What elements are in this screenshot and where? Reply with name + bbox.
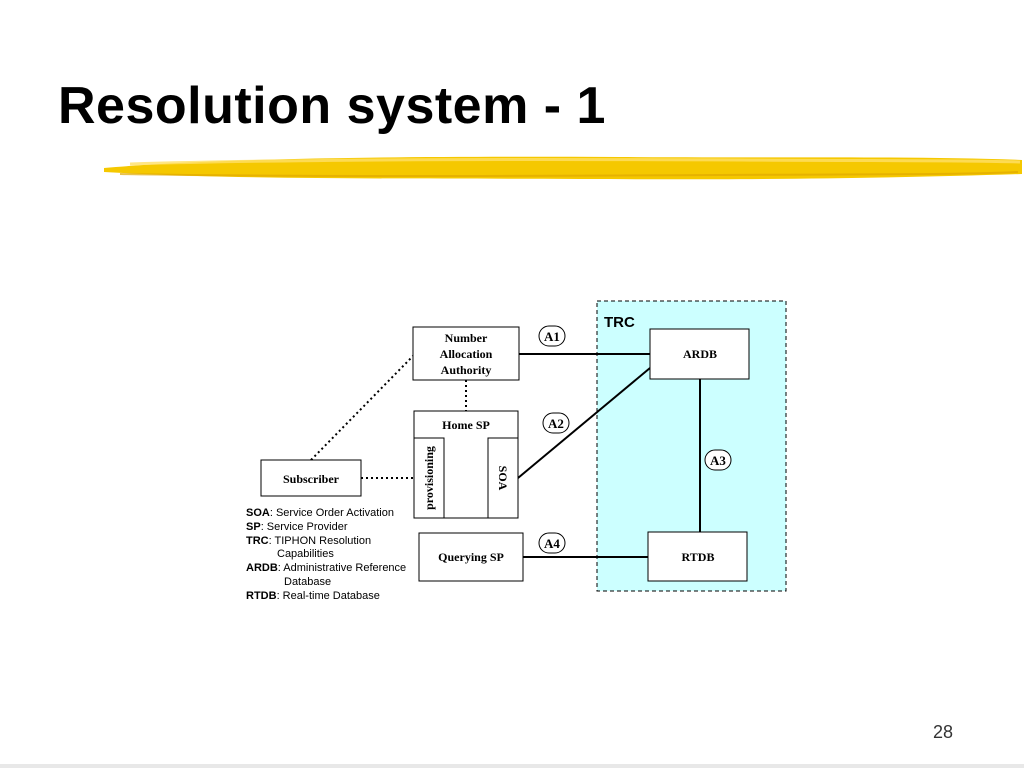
abbreviation-legend: SOA: Service Order Activation SP: Servic… xyxy=(246,507,406,604)
naa-label-line1: Number xyxy=(445,331,488,345)
legend-row-sp: SP: Service Provider xyxy=(246,521,406,535)
legend-text: : Service Provider xyxy=(260,520,348,533)
interface-a1-label: A1 xyxy=(544,329,560,344)
legend-term: SP xyxy=(246,520,261,533)
querying-sp-box xyxy=(418,532,524,582)
interface-a2-label: A2 xyxy=(548,416,564,431)
legend-row-soa: SOA: Service Order Activation xyxy=(246,507,406,521)
slide-title: Resolution system - 1 xyxy=(58,77,606,135)
soa-label: SOA xyxy=(496,466,510,491)
naa-label-line2: Allocation xyxy=(440,347,493,361)
naa-label-line3: Authority xyxy=(441,363,492,377)
legend-text: : Service Order Activation xyxy=(269,507,394,519)
interface-a1-tag xyxy=(538,325,566,347)
subscriber-label: Subscriber xyxy=(283,472,340,486)
home-sp-label: Home SP xyxy=(442,418,490,432)
legend-term: SOA xyxy=(246,507,270,519)
rtdb-label: RTDB xyxy=(682,550,715,564)
legend-continuation: Database xyxy=(284,575,332,588)
legend-text: : TIPHON Resolution xyxy=(268,534,372,547)
provisioning-box xyxy=(413,437,445,519)
interface-a4-tag xyxy=(538,532,566,554)
interface-a4-label: A4 xyxy=(544,536,560,551)
subscriber-box xyxy=(260,459,362,497)
legend-text: : Administrative Reference xyxy=(277,562,407,575)
ardb-label: ARDB xyxy=(683,347,717,361)
link-soa-ardb xyxy=(517,367,651,479)
provisioning-label: provisioning xyxy=(422,446,436,510)
interface-a3-tag xyxy=(704,449,732,471)
ardb-box xyxy=(649,328,750,380)
rtdb-box xyxy=(647,531,748,582)
interface-a2-tag xyxy=(542,412,570,434)
trc-label: TRC xyxy=(604,314,635,331)
legend-row-rtdb: RTDB: Real-time Database xyxy=(246,590,406,604)
interface-a3-label: A3 xyxy=(710,453,726,468)
title-highlight-stroke xyxy=(104,156,1022,180)
page-number: 28 xyxy=(933,722,954,742)
legend-row-trc: TRC: TIPHON Resolution Capabilities xyxy=(246,535,406,563)
legend-row-ardb: ARDB: Administrative Reference Database xyxy=(246,562,406,590)
legend-term: ARDB xyxy=(246,562,278,575)
number-allocation-authority-box xyxy=(412,326,520,381)
legend-term: TRC xyxy=(246,534,269,547)
footer-divider xyxy=(0,764,1024,768)
querying-sp-label: Querying SP xyxy=(438,550,504,564)
dotted-subscriber-naa xyxy=(310,355,414,461)
legend-term: RTDB xyxy=(246,589,277,602)
legend-text: : Real-time Database xyxy=(276,589,380,602)
legend-continuation: Capabilities xyxy=(277,548,334,561)
soa-box xyxy=(487,437,519,519)
